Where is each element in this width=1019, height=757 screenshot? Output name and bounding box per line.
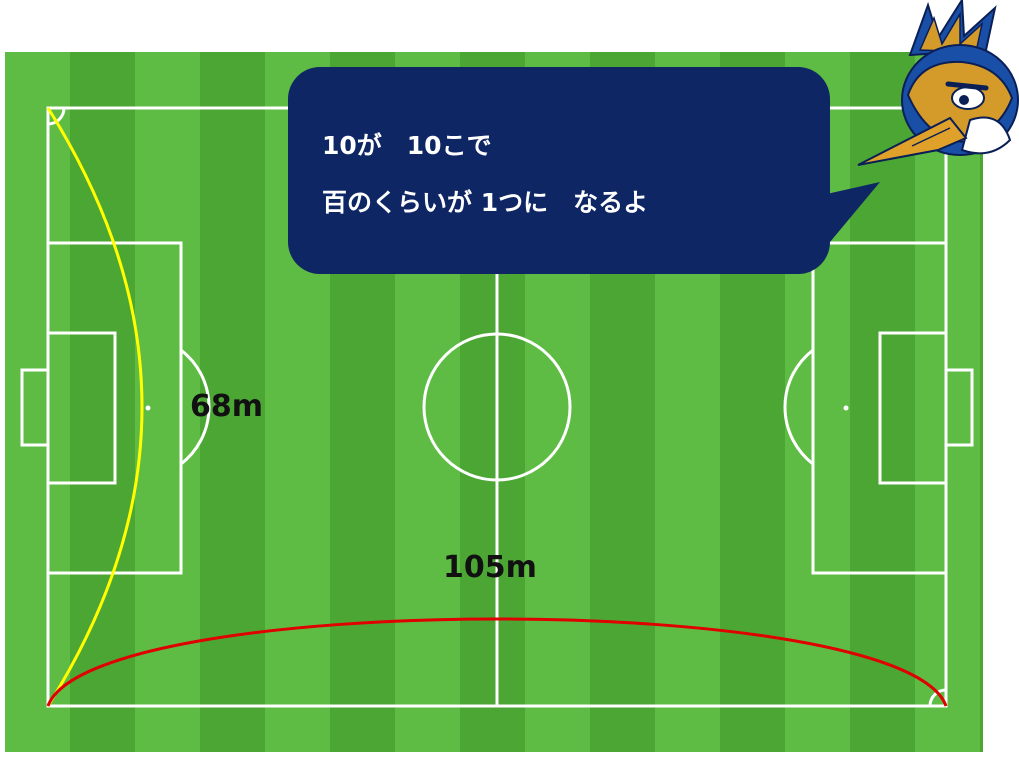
corner-arc-bottom-right bbox=[928, 688, 947, 707]
grass-stripe bbox=[70, 52, 135, 752]
right-goal bbox=[944, 368, 974, 447]
width-arc bbox=[46, 107, 144, 707]
speech-line-1: 10が 10こで bbox=[322, 131, 492, 160]
left-goal bbox=[20, 368, 50, 447]
grass-stripe bbox=[135, 52, 200, 752]
speech-bubble bbox=[288, 67, 830, 274]
length-measurement-label: 105m bbox=[443, 550, 537, 585]
right-penalty-spot bbox=[843, 405, 849, 411]
center-circle bbox=[422, 332, 572, 482]
grass-stripe bbox=[850, 52, 915, 752]
speech-line-2: 百のくらいが 1つに なるよ bbox=[322, 188, 649, 217]
width-measurement-label: 68m bbox=[190, 389, 264, 424]
corner-arc-top-left bbox=[47, 107, 66, 126]
left-penalty-spot bbox=[145, 405, 151, 411]
grass-stripe bbox=[5, 52, 70, 752]
bird-mascot-icon bbox=[857, 0, 1019, 166]
grass-stripe bbox=[980, 52, 983, 752]
right-penalty-arc bbox=[783, 348, 814, 466]
left-penalty-arc bbox=[180, 348, 211, 466]
length-arc bbox=[46, 617, 948, 707]
